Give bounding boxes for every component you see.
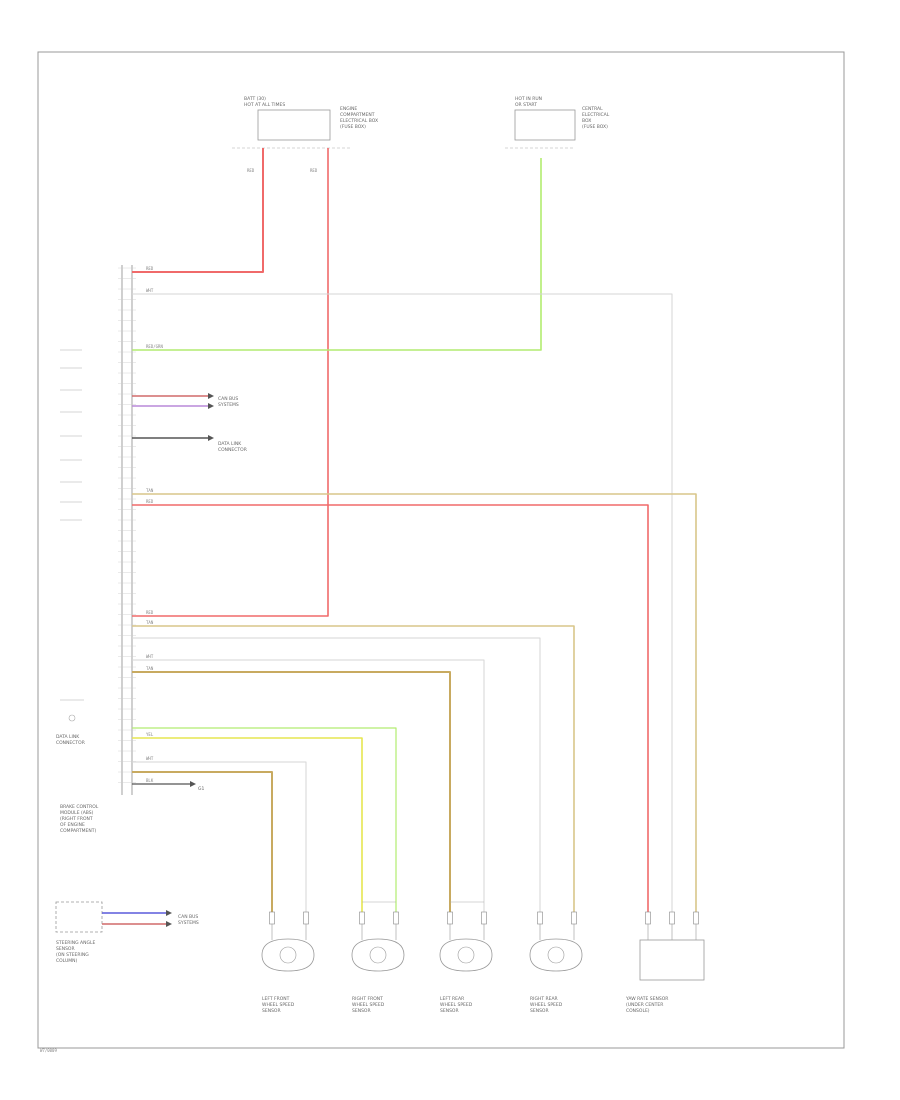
sensor-terminal bbox=[571, 911, 577, 925]
wire-red-fuse1-module bbox=[132, 148, 264, 273]
diagram-frame bbox=[37, 51, 845, 1049]
sensor-terminal bbox=[269, 911, 275, 925]
wire-tan-rr bbox=[132, 625, 575, 912]
footer-code: W7/0009 bbox=[40, 1048, 57, 1053]
svg-text:TAN: TAN bbox=[146, 488, 154, 493]
sensor-terminal bbox=[481, 911, 487, 925]
svg-text:TAN: TAN bbox=[146, 666, 154, 671]
sensor-terminal bbox=[669, 911, 675, 925]
wire-white-yaw-1 bbox=[132, 293, 673, 912]
svg-text:WHT: WHT bbox=[146, 288, 154, 293]
svg-text:RED: RED bbox=[146, 499, 154, 504]
svg-text:RED/GRN: RED/GRN bbox=[146, 344, 163, 349]
wire-red-yaw bbox=[132, 504, 649, 912]
svg-text:RED: RED bbox=[146, 610, 154, 615]
sensor-terminal bbox=[537, 911, 543, 925]
wire-tan-lf bbox=[132, 771, 273, 912]
sensor-terminal bbox=[693, 911, 699, 925]
wire-white-lr bbox=[132, 659, 485, 912]
sensor-terminals bbox=[269, 911, 699, 940]
svg-text:WHT: WHT bbox=[146, 756, 154, 761]
svg-text:RED: RED bbox=[310, 168, 318, 173]
connector-pins bbox=[118, 267, 136, 783]
wire-green-fuse2-module bbox=[132, 158, 542, 351]
wire-yellow-rf bbox=[132, 737, 363, 912]
wires bbox=[132, 148, 697, 912]
wire-green-rf bbox=[132, 727, 397, 912]
wire-tan-lr bbox=[132, 671, 451, 912]
svg-text:BLK: BLK bbox=[146, 778, 154, 783]
svg-text:YEL: YEL bbox=[146, 732, 154, 737]
svg-text:RED: RED bbox=[146, 266, 154, 271]
sensor-terminal bbox=[645, 911, 651, 925]
left-side-symbols bbox=[60, 349, 84, 722]
svg-text:WHT: WHT bbox=[146, 654, 154, 659]
wire-red-fuse1-module-lower bbox=[132, 148, 329, 617]
sensor-terminal bbox=[393, 911, 399, 925]
wire-color-labels: RED WHT RED/GRN TAN RED RED TAN WHT TAN … bbox=[146, 168, 318, 783]
fuse-box-1-label: BATT (30)HOT AT ALL TIMES bbox=[244, 96, 285, 108]
wire-white-rr bbox=[132, 637, 541, 912]
connector-arrows bbox=[190, 393, 214, 787]
brake-control-module-connector bbox=[118, 265, 136, 795]
wire-tan-yaw bbox=[132, 493, 697, 912]
sensor-terminal bbox=[303, 911, 309, 925]
sensor-terminal bbox=[447, 911, 453, 925]
ground-ref-label: G1 bbox=[198, 786, 204, 792]
sensor-terminal bbox=[359, 911, 365, 925]
wire-white-lf bbox=[132, 761, 307, 912]
svg-text:RED: RED bbox=[247, 168, 255, 173]
svg-text:TAN: TAN bbox=[146, 620, 154, 625]
